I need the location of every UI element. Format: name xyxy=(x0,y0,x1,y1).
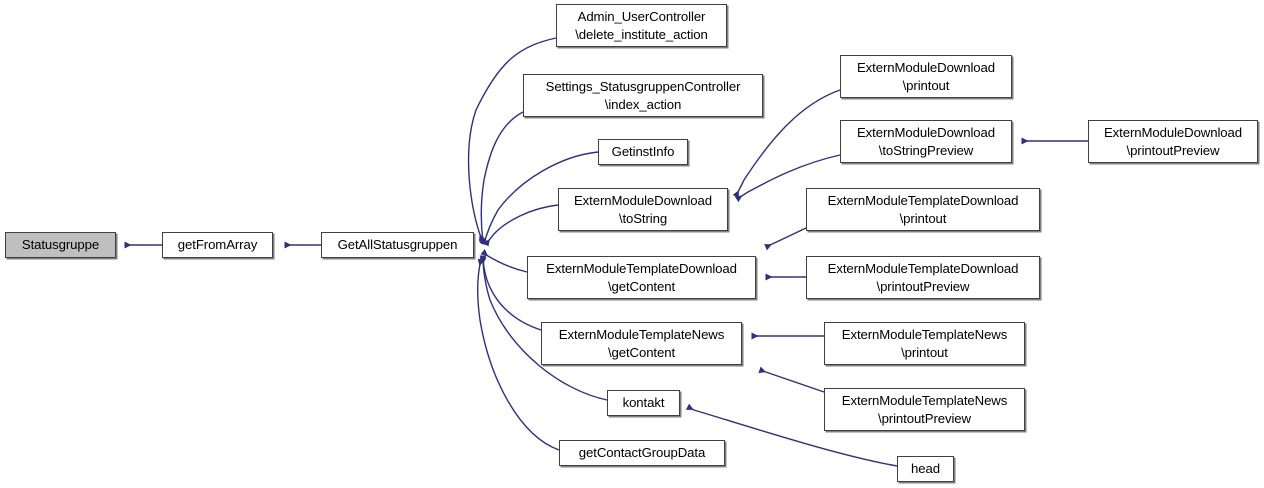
graph-node-label: ExternModuleTemplateNews \printoutPrevie… xyxy=(841,393,1008,426)
graph-edge-emtd_printout-to-emtd_getcontent xyxy=(763,227,807,251)
graph-node-getcontactgroupdata[interactable]: getContactGroupData xyxy=(559,440,725,466)
graph-node-emd_tostring[interactable]: ExternModuleDownload \toString xyxy=(558,188,728,231)
graph-node-emtd_getcontent[interactable]: ExternModuleTemplateDownload \getContent xyxy=(527,256,756,299)
graph-node-emtn_printoutpreview[interactable]: ExternModuleTemplateNews \printoutPrevie… xyxy=(824,388,1025,431)
graph-node-label: ExternModuleDownload \printout xyxy=(856,60,995,93)
graph-node-label: ExternModuleTemplateDownload \printout xyxy=(827,193,1019,226)
graph-node-label: head xyxy=(911,461,940,477)
graph-node-label: ExternModuleTemplateNews \printout xyxy=(841,327,1008,360)
graph-node-settings_status[interactable]: Settings_StatusgruppenController \index_… xyxy=(523,74,763,117)
graph-node-emtd_printoutpreview[interactable]: ExternModuleTemplateDownload \printoutPr… xyxy=(806,256,1040,299)
graph-node-label: getFromArray xyxy=(177,237,258,253)
graph-node-kontakt[interactable]: kontakt xyxy=(607,390,680,416)
graph-edge-emtd_getcontent-to-getallstatusgruppen xyxy=(480,248,528,273)
graph-node-admin_user[interactable]: Admin_UserController \delete_institute_a… xyxy=(556,4,727,47)
graph-edge-emd_tostring-to-getallstatusgruppen xyxy=(482,204,559,247)
graph-node-label: ExternModuleDownload \toStringPreview xyxy=(856,125,995,158)
graph-node-getallstatusgruppen[interactable]: GetAllStatusgruppen xyxy=(321,232,474,258)
graph-node-label: getContactGroupData xyxy=(578,445,706,461)
graph-node-head[interactable]: head xyxy=(897,456,954,482)
graph-node-emd_printoutpreview[interactable]: ExternModuleDownload \printoutPreview xyxy=(1088,120,1258,163)
graph-node-getfromarray[interactable]: getFromArray xyxy=(162,232,273,258)
graph-edge-settings_status-to-getallstatusgruppen xyxy=(479,111,524,243)
graph-node-emtn_getcontent[interactable]: ExternModuleTemplateNews \getContent xyxy=(541,322,742,365)
graph-node-label: Settings_StatusgruppenController \index_… xyxy=(545,79,741,112)
graph-node-getinstinfo[interactable]: GetinstInfo xyxy=(598,139,688,165)
graph-node-emtn_printout[interactable]: ExternModuleTemplateNews \printout xyxy=(824,322,1025,365)
graph-node-label: kontakt xyxy=(622,395,665,411)
graph-node-emd_tostringpreview[interactable]: ExternModuleDownload \toStringPreview xyxy=(840,120,1012,163)
graph-node-label: ExternModuleTemplateDownload \getContent xyxy=(546,261,737,294)
graph-node-label: GetAllStatusgruppen xyxy=(337,237,458,253)
graph-node-emtd_printout[interactable]: ExternModuleTemplateDownload \printout xyxy=(806,188,1040,231)
graph-node-label: ExternModuleDownload \printoutPreview xyxy=(1103,125,1242,158)
graph-node-label: Statusgruppe xyxy=(21,237,100,253)
graph-edge-emtn_printoutpreview-to-emtn_getcontent xyxy=(758,366,825,393)
graph-node-label: ExternModuleTemplateNews \getContent xyxy=(558,327,725,360)
graph-node-emd_printout[interactable]: ExternModuleDownload \printout xyxy=(840,55,1012,98)
graph-node-label: ExternModuleTemplateDownload \printoutPr… xyxy=(827,261,1019,294)
graph-node-label: ExternModuleDownload \toString xyxy=(573,193,712,226)
graph-node-statusgruppe[interactable]: Statusgruppe xyxy=(5,232,116,258)
graph-node-label: Admin_UserController \delete_institute_a… xyxy=(575,9,708,42)
graph-node-label: GetinstInfo xyxy=(611,144,675,160)
graph-edge-admin_user-to-getallstatusgruppen xyxy=(467,37,557,242)
